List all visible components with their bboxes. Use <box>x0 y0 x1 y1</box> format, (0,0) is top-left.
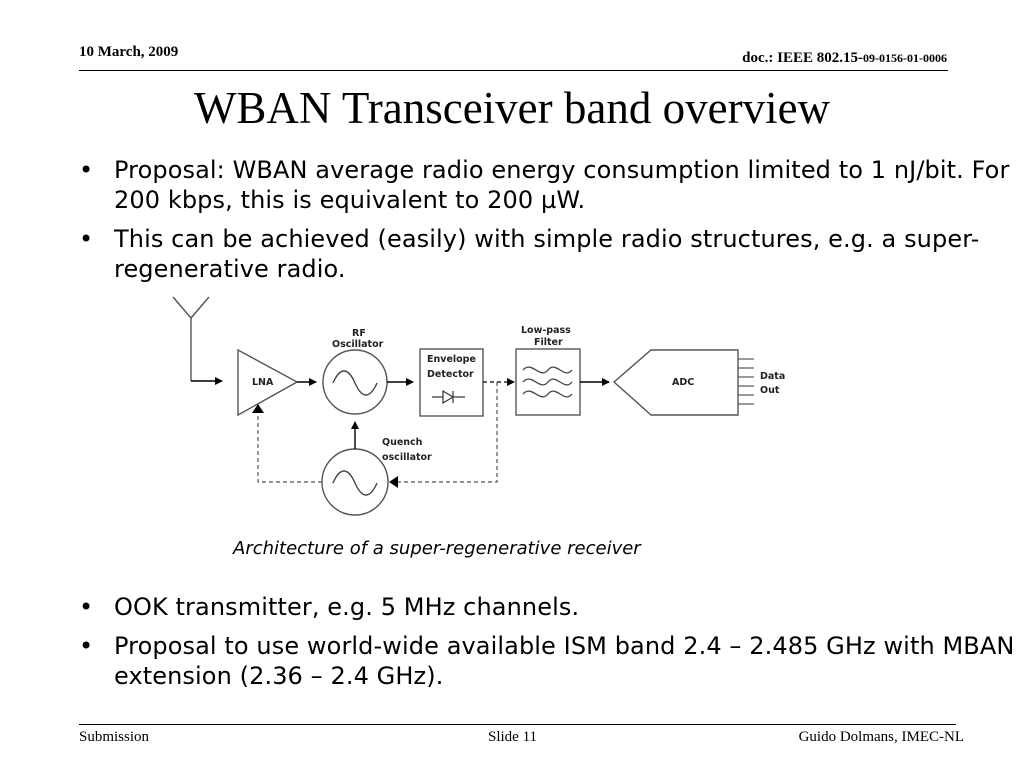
footer-slide-number: Slide 11 <box>488 729 538 745</box>
bullet-dot: • <box>79 632 94 660</box>
bullet-text: OOK transmitter, e.g. 5 MHz channels. <box>114 593 580 621</box>
antenna-icon <box>172 296 223 385</box>
header-doc-prefix: doc.: IEEE 802.15- <box>742 50 863 66</box>
lna-label: LNA <box>252 377 274 388</box>
bullet-list-top: • Proposal: WBAN average radio energy con… <box>79 155 1019 293</box>
bullet-item: • Proposal to use world-wide available IS… <box>79 631 1019 691</box>
bullet-dot: • <box>79 225 94 253</box>
envelope-detector-block: Envelope Detector <box>419 348 484 417</box>
header-doc-number: 09-0156-01-0006 <box>863 51 947 65</box>
header-rule <box>79 70 948 71</box>
data-out-label-2: Out <box>760 385 780 396</box>
footer-author: Guido Dolmans, IMEC-NL <box>798 729 964 745</box>
feedback-path <box>257 382 498 483</box>
header-doc-id: doc.: IEEE 802.15-09-0156-01-0006 <box>742 50 947 67</box>
footer-rule <box>79 724 956 725</box>
quench-label-1: Quench <box>382 437 423 448</box>
bullet-text: Proposal: WBAN average radio energy cons… <box>114 156 1010 214</box>
rf-osc-label-2: Oscillator <box>332 339 384 350</box>
header-date: 10 March, 2009 <box>79 44 179 60</box>
bullet-dot: • <box>79 593 94 621</box>
data-out-label-1: Data <box>760 371 785 382</box>
bullet-text: Proposal to use world-wide available ISM… <box>114 632 1015 690</box>
footer-submission: Submission <box>79 729 150 745</box>
adc-label: ADC <box>672 377 694 388</box>
quench-label-2: oscillator <box>382 452 432 463</box>
bullet-dot: • <box>79 156 94 184</box>
lpf-label-1: Low-pass <box>521 325 571 336</box>
envelope-label-2: Detector <box>427 369 474 380</box>
lpf-label-2: Filter <box>534 337 563 348</box>
bullet-item: • Proposal: WBAN average radio energy con… <box>79 155 1019 215</box>
bullet-item: • OOK transmitter, e.g. 5 MHz channels. <box>79 592 1019 622</box>
arrow-head <box>507 378 515 386</box>
receiver-block-diagram: LNA RF Oscillator Envelope Detector Low-… <box>172 296 785 516</box>
envelope-label-1: Envelope <box>427 354 476 365</box>
rf-oscillator-block: RF Oscillator <box>322 328 388 415</box>
diagram-caption: Architecture of a super-regenerative rec… <box>233 538 641 559</box>
slide-title: WBAN Transceiver band overview <box>193 83 831 133</box>
rf-osc-label-1: RF <box>352 328 366 339</box>
arrow-head <box>389 476 398 488</box>
adc-block: ADC Data Out <box>612 349 785 416</box>
bullet-item: • This can be achieved (easily) with simp… <box>79 224 1019 284</box>
bullet-text: This can be achieved (easily) with simpl… <box>114 225 980 283</box>
quench-oscillator-block: Quench oscillator <box>321 437 432 516</box>
lowpass-filter-block: Low-pass Filter <box>515 325 581 416</box>
arrow-head <box>252 404 264 413</box>
bullet-list-bottom: • OOK transmitter, e.g. 5 MHz channels. •… <box>79 592 1019 700</box>
lna-block: LNA <box>237 348 299 417</box>
diode-icon <box>432 389 465 405</box>
